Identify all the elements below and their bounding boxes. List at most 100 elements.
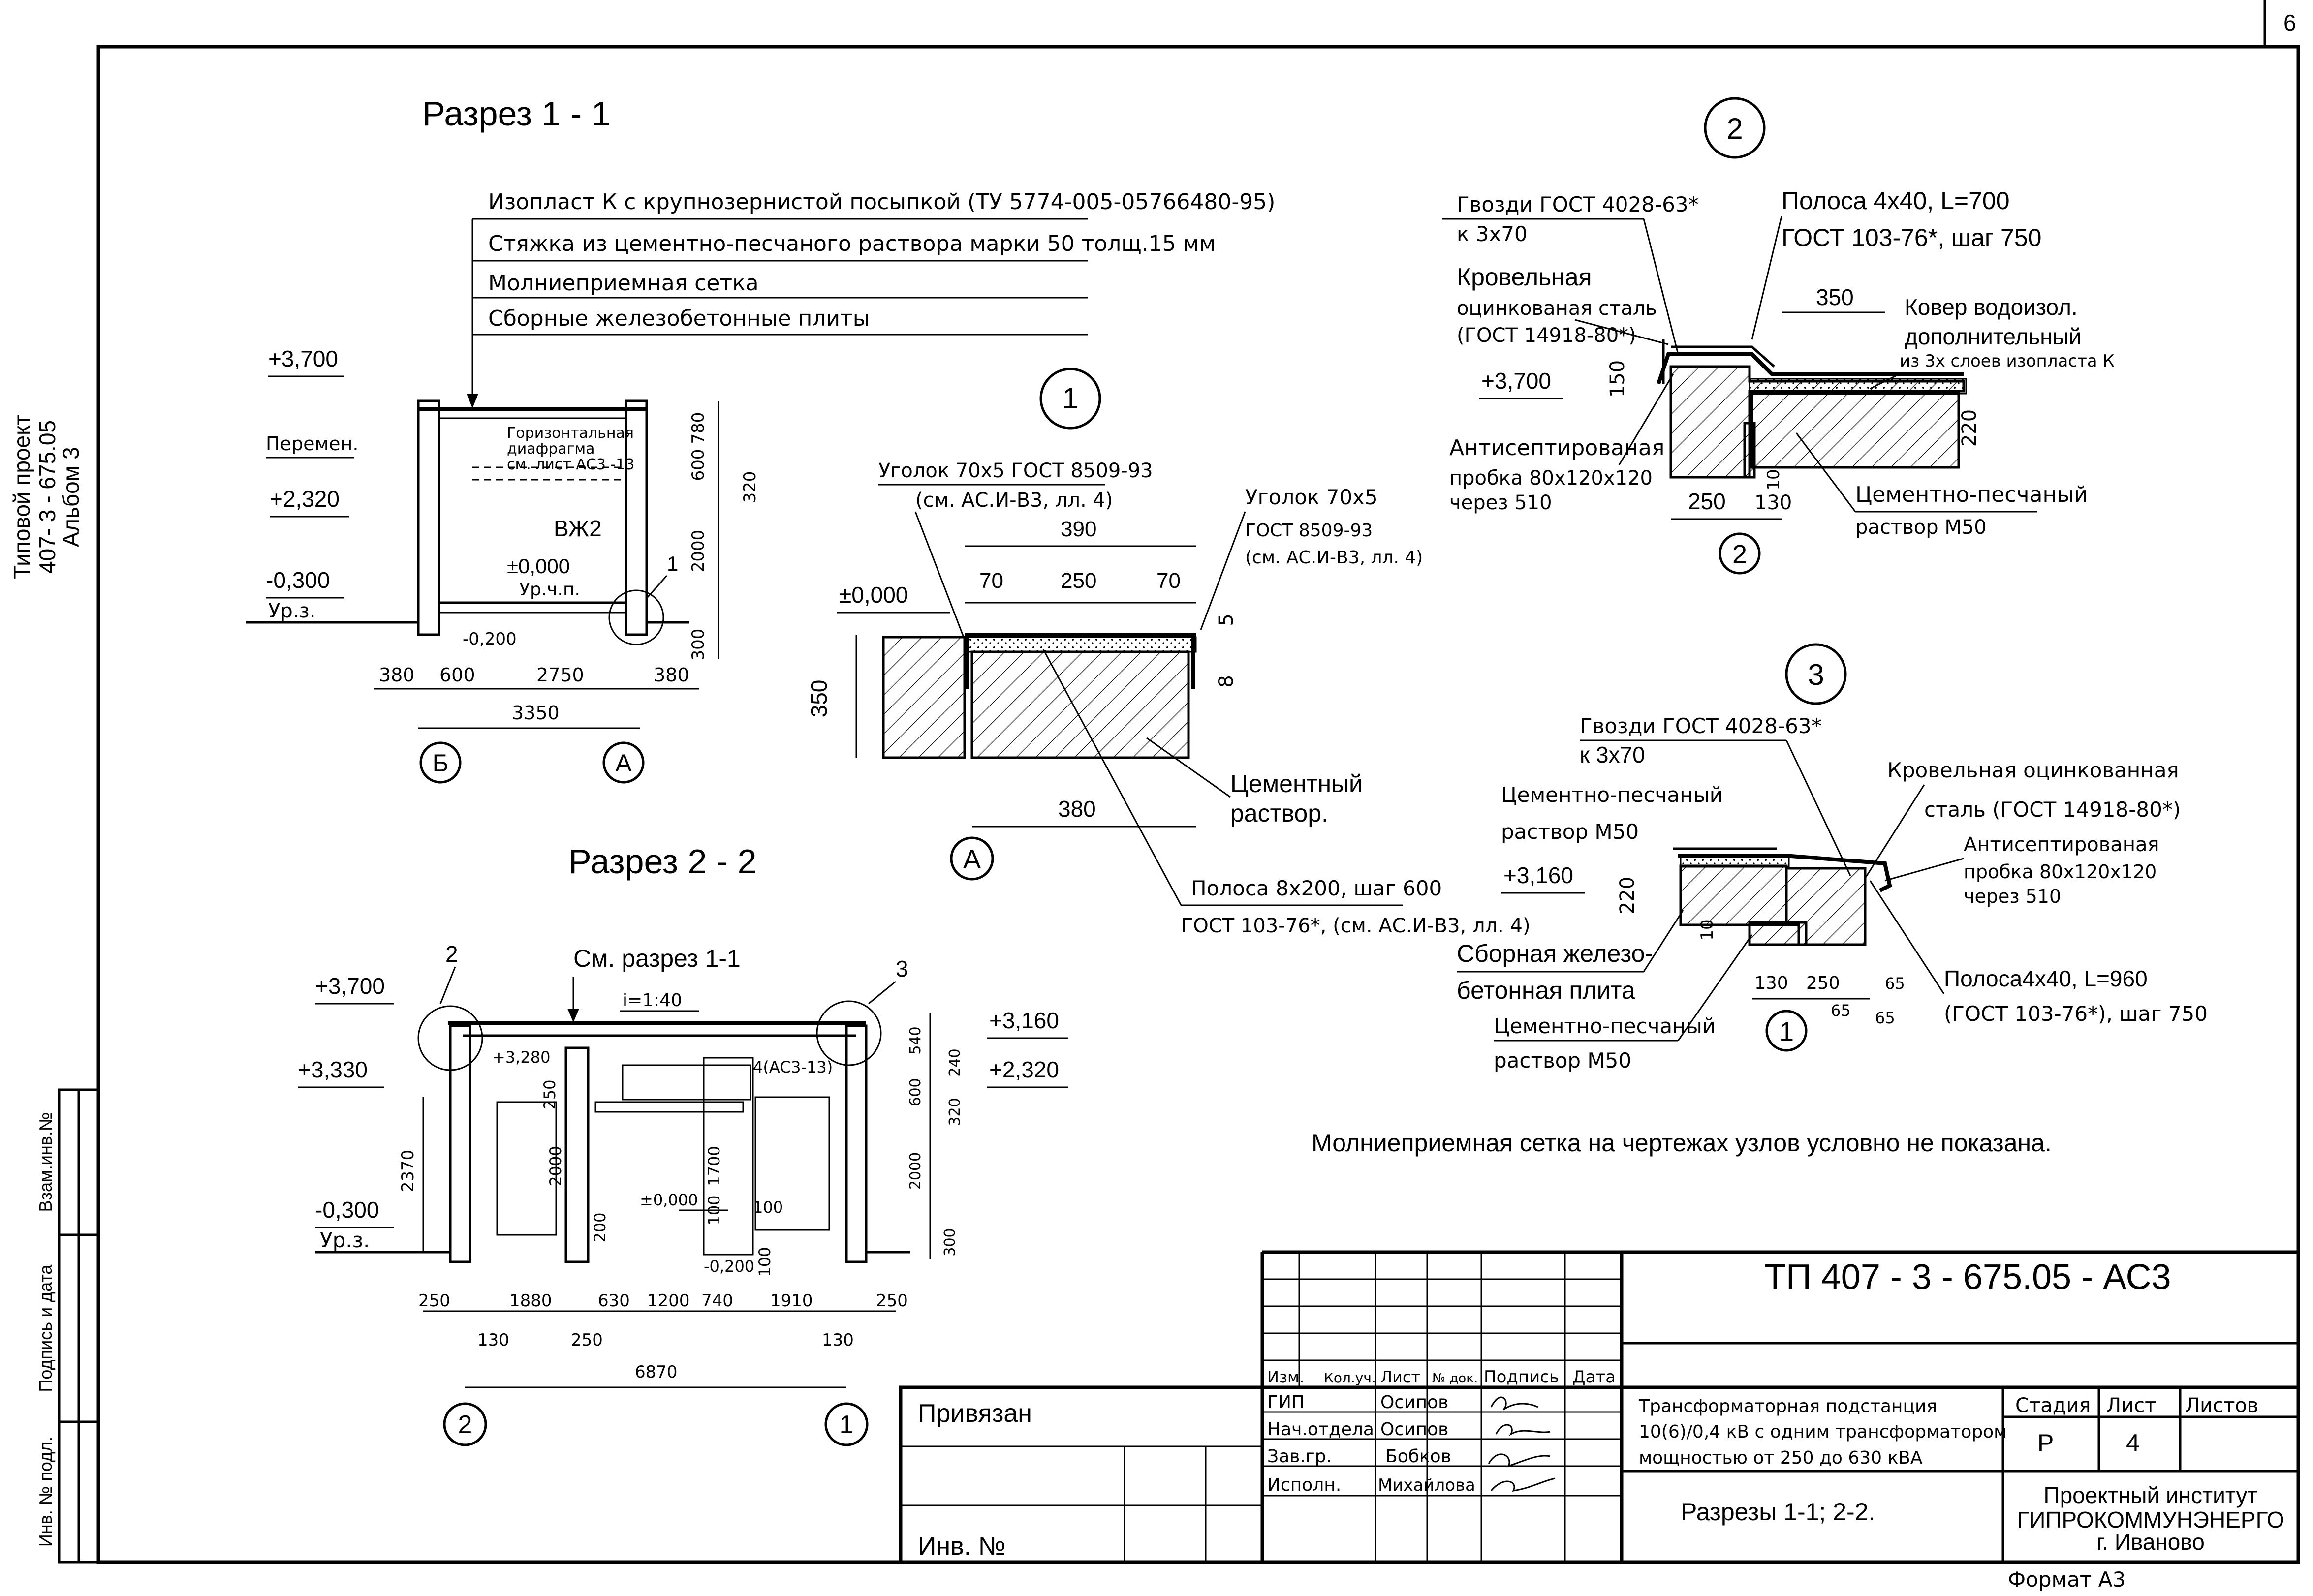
node1-dim-70a: 70 — [979, 569, 1003, 593]
s22-bd-250b: 250 — [876, 1291, 908, 1311]
node3-plug-2: пробка 80х120х120 — [1964, 861, 2157, 883]
node1-axis: А — [963, 845, 981, 874]
node2-carpet-1: Ковер водоизол. — [1905, 294, 2078, 320]
node2-strip-2: ГОСТ 103-76*, шаг 750 — [1782, 224, 2041, 251]
node1-lev-0: ±0,000 — [839, 582, 908, 608]
stage-value: Р — [2037, 1429, 2054, 1457]
node1-num: 1 — [1062, 382, 1078, 415]
node2-roof-3: (ГОСТ 14918-80*) — [1457, 324, 1636, 347]
sheets-head: Листов — [2185, 1394, 2258, 1417]
s22-d-1700: 1700 — [705, 1146, 723, 1186]
role-nach: Нач.отдела — [1267, 1419, 1374, 1440]
node2-plug-3: через 510 — [1449, 491, 1552, 514]
s11-dim-380a: 380 — [379, 664, 415, 686]
node3-slab-2: бетонная плита — [1457, 977, 1635, 1004]
node-2: 2 Гвозди ГОСТ 4028-63* к 3х70 Полоса 4х4… — [1442, 97, 2115, 575]
head-izm: Изм. — [1267, 1368, 1304, 1386]
node3-mortar1-1: Цементно-песчаный — [1501, 783, 1723, 807]
node3-roof-2: сталь (ГОСТ 14918-80*) — [1924, 798, 2181, 822]
layer-3: Молниеприемная сетка — [488, 271, 759, 296]
node2-plug-2: пробка 80х120х120 — [1449, 467, 1653, 490]
s11-rdim-3: 320 — [740, 471, 760, 503]
name-4: Михайлова — [1378, 1475, 1475, 1495]
node2-strip-1: Полоса 4х40, L=700 — [1782, 187, 2010, 215]
vzam-label: Взам.инв.№ — [35, 1112, 56, 1212]
section11-title: Разрез 1 - 1 — [422, 94, 611, 133]
name-1: Осипов — [1380, 1392, 1448, 1412]
format-label: Формат А3 — [2008, 1567, 2125, 1592]
doc-code: ТП 407 - 3 - 675.05 - АС3 — [1764, 1258, 2171, 1297]
object-3: мощностью от 250 до 630 кВА — [1639, 1448, 1923, 1468]
sheet-head: Лист — [2106, 1394, 2156, 1417]
privyazan: Привязан — [918, 1399, 1032, 1428]
node1-dim-8: 8 — [1215, 675, 1238, 687]
s22-d-100a: 100 — [705, 1195, 723, 1225]
node3-slab-1: Сборная железо- — [1457, 940, 1653, 967]
s22-lev-m200: -0,200 — [704, 1257, 754, 1276]
node1-angle-a-1: Уголок 70х5 ГОСТ 8509-93 — [878, 460, 1153, 482]
section-1-1: Разрез 1 - 1 Изопласт К с крупнозернисто… — [246, 94, 1275, 784]
node2-dim-220: 220 — [1958, 409, 1981, 447]
role-zav: Зав.гр. — [1267, 1446, 1332, 1467]
node2-nails-1: Гвозди ГОСТ 4028-63* — [1457, 192, 1699, 216]
drawing-name: Разрезы 1-1; 2-2. — [1681, 1498, 1875, 1526]
s22-rdim-6: 300 — [941, 1228, 959, 1256]
head-list: Лист — [1380, 1368, 1420, 1386]
s11-lev-m300: -0,300 — [266, 567, 330, 593]
node1-dim-380: 380 — [1058, 796, 1096, 822]
name-2: Осипов — [1380, 1419, 1448, 1440]
s11-lev-m200: -0,200 — [463, 629, 517, 649]
s11-dim-600: 600 — [439, 664, 475, 686]
node1-strip-1: Полоса 8х200, шаг 600 — [1191, 876, 1442, 900]
node2-mortar-1: Цементно-песчаный — [1855, 482, 2088, 507]
node1-cement-1: Цементный — [1230, 770, 1363, 798]
s11-floor: Ур.ч.п. — [519, 580, 580, 600]
vzh2-label: ВЖ2 — [554, 516, 602, 541]
s22-lev-m300: -0,300 — [315, 1197, 379, 1223]
node1-angle-b-3: (см. АС.И-В3, лл. 4) — [1245, 548, 1423, 568]
s22-bd-740: 740 — [701, 1291, 733, 1311]
s11-dim-total: 3350 — [512, 702, 560, 724]
s22-bd-1910: 1910 — [770, 1291, 813, 1311]
node2-dim-350: 350 — [1816, 284, 1854, 310]
s22-lev-3160: +3,160 — [989, 1008, 1059, 1033]
approval-column: Взам.инв.№ Подпись и дата Инв. № подл. — [35, 1088, 100, 1564]
s11-rdim-2: 600 — [688, 449, 708, 481]
name-3: Бобков — [1385, 1446, 1451, 1467]
node3-dim-220: 220 — [1616, 877, 1639, 914]
object-2: 10(6)/0,4 кВ с одним трансформатором — [1639, 1422, 2007, 1442]
node1-dim-70b: 70 — [1156, 569, 1181, 593]
node1-dim-390: 390 — [1061, 517, 1096, 541]
layer-2: Стяжка из цементно-песчаного раствора ма… — [488, 231, 1216, 256]
s22-bd-250a: 250 — [418, 1291, 450, 1311]
node1-dim-5: 5 — [1215, 614, 1238, 626]
s11-lev-3700: +3,700 — [268, 346, 338, 371]
node2-dim-250: 250 — [1688, 489, 1726, 514]
s22-bd-1880: 1880 — [509, 1291, 552, 1311]
node2-dim-150: 150 — [1606, 360, 1629, 398]
s22-ref-ac3: 4(АС3-13) — [753, 1058, 833, 1076]
node2-plug-1: Антисептированая — [1449, 435, 1664, 460]
node1-angle-a-2: (см. АС.И-В3, лл. 4) — [915, 489, 1113, 512]
s11-lev-0: ±0,000 — [507, 554, 570, 578]
section22-title: Разрез 2 - 2 — [568, 842, 757, 881]
head-kol: Кол.уч. — [1324, 1370, 1376, 1386]
node3-dim-65b: 65 — [1831, 1001, 1851, 1020]
org-2: ГИПРОКОММУНЭНЕРГО — [2017, 1507, 2284, 1533]
node3-strip-1: Полоса4х40, L=960 — [1944, 966, 2148, 991]
s11-rdim-4: 2000 — [688, 530, 708, 573]
node3-lev: +3,160 — [1503, 862, 1573, 888]
s22-ground: Ур.з. — [320, 1228, 370, 1252]
node2-carpet-3: из 3х слоев изопласта К — [1900, 351, 2115, 371]
s22-dim-total: 6870 — [635, 1362, 678, 1382]
title-block: Привязан Инв. № ТП 407 - 3 - 675.05 - АС… — [899, 1250, 2300, 1564]
role-ispoln: Исполн. — [1267, 1475, 1341, 1495]
s22-see: См. разрез 1-1 — [573, 945, 741, 972]
node1-strip-2: ГОСТ 103-76*, (см. АС.И-В3, лл. 4) — [1181, 915, 1531, 937]
node2-roof-2: оцинкованая сталь — [1457, 297, 1657, 320]
s22-d-200: 200 — [591, 1212, 609, 1242]
node3-dim-65c: 65 — [1875, 1009, 1895, 1027]
node3-dim-65a: 65 — [1885, 974, 1905, 993]
signatures — [1488, 1396, 1556, 1492]
